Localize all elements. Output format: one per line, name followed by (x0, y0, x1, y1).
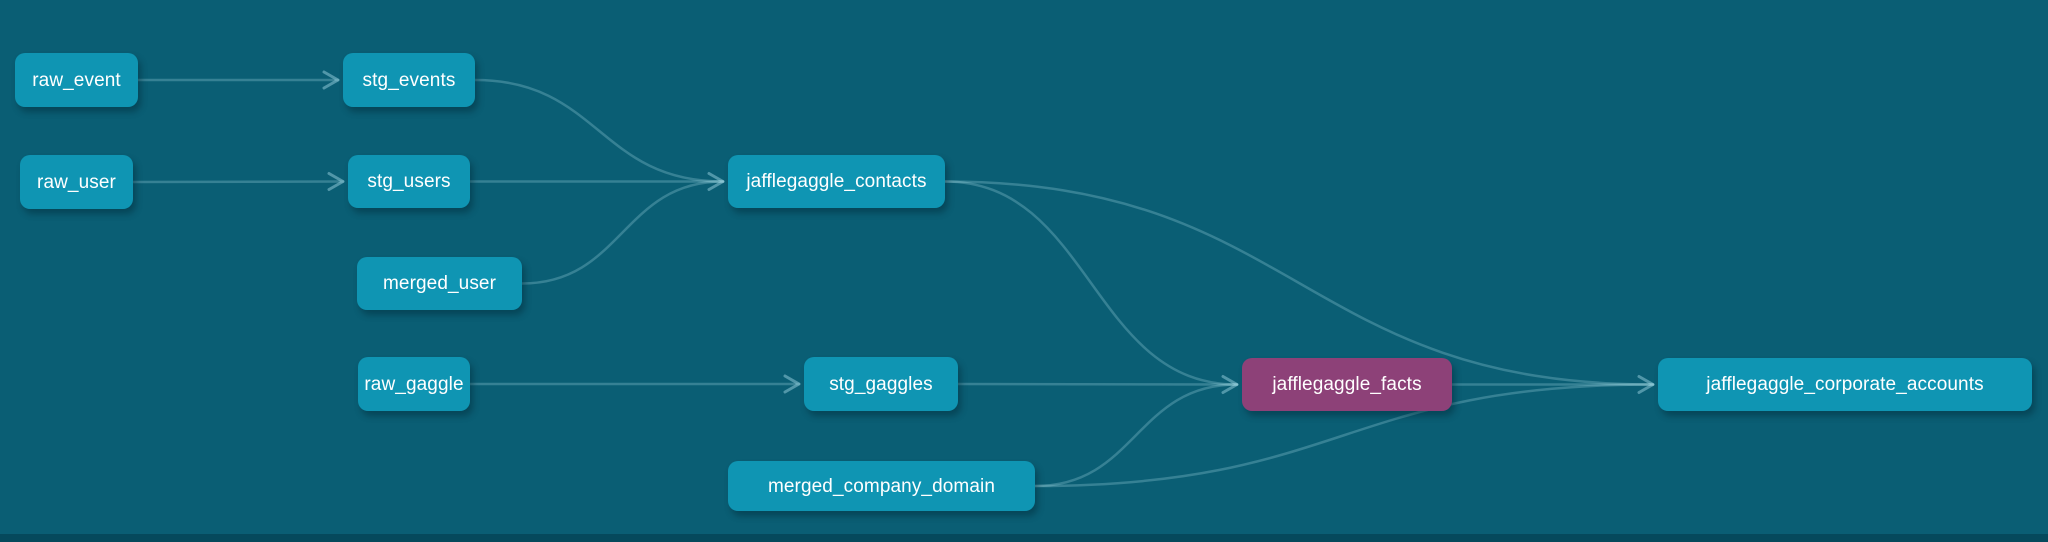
node-jafflegaggle_corporate_accounts[interactable]: jafflegaggle_corporate_accounts (1658, 358, 2032, 411)
bottom-bar (0, 534, 2048, 542)
edge-raw_user-to-stg_users (131, 180, 345, 184)
node-stg_users[interactable]: stg_users (348, 155, 470, 208)
edge-stg_events-to-jafflegaggle_contacts (473, 78, 725, 183)
arrowhead-icon-jafflegaggle_contacts (707, 172, 725, 191)
arrowhead-icon-stg_events (322, 70, 340, 90)
edge-merged_company_domain-to-jafflegaggle_facts (1033, 383, 1239, 488)
node-stg_events[interactable]: stg_events (343, 53, 475, 107)
node-label: merged_company_domain (767, 475, 996, 497)
node-label: stg_users (367, 171, 451, 192)
node-merged_company_domain[interactable]: merged_company_domain (728, 461, 1035, 511)
edge-merged_user-to-jafflegaggle_contacts (520, 180, 725, 285)
edge-jafflegaggle_contacts-to-jafflegaggle_facts (943, 180, 1239, 386)
arrowhead-icon-stg_users (327, 172, 345, 191)
arrowhead-icon-jafflegaggle_corporate_accounts (1637, 375, 1655, 394)
node-raw_gaggle[interactable]: raw_gaggle (358, 357, 470, 411)
node-stg_gaggles[interactable]: stg_gaggles (804, 357, 958, 411)
node-label: jafflegaggle_contacts (746, 171, 927, 192)
arrowhead-icon-stg_gaggles (783, 374, 801, 394)
node-label: jafflegaggle_facts (1272, 374, 1422, 395)
arrowhead-icon-jafflegaggle_facts (1221, 375, 1239, 394)
node-jafflegaggle_contacts[interactable]: jafflegaggle_contacts (728, 155, 945, 208)
node-label: raw_event (32, 69, 121, 91)
node-raw_event[interactable]: raw_event (15, 53, 138, 107)
node-label: raw_user (37, 171, 116, 193)
node-label: stg_gaggles (829, 373, 933, 395)
edge-merged_company_domain-to-jafflegaggle_corporate_accounts (1033, 383, 1655, 488)
node-jafflegaggle_facts[interactable]: jafflegaggle_facts (1242, 358, 1452, 411)
node-label: raw_gaggle (364, 373, 464, 395)
node-raw_user[interactable]: raw_user (20, 155, 133, 209)
edge-jafflegaggle_contacts-to-jafflegaggle_corporate_accounts (943, 180, 1655, 386)
node-label: jafflegaggle_corporate_accounts (1706, 374, 1984, 395)
node-label: merged_user (382, 273, 497, 294)
node-merged_user[interactable]: merged_user (357, 257, 522, 310)
node-label: stg_events (362, 69, 456, 91)
edge-stg_gaggles-to-jafflegaggle_facts (956, 382, 1239, 386)
